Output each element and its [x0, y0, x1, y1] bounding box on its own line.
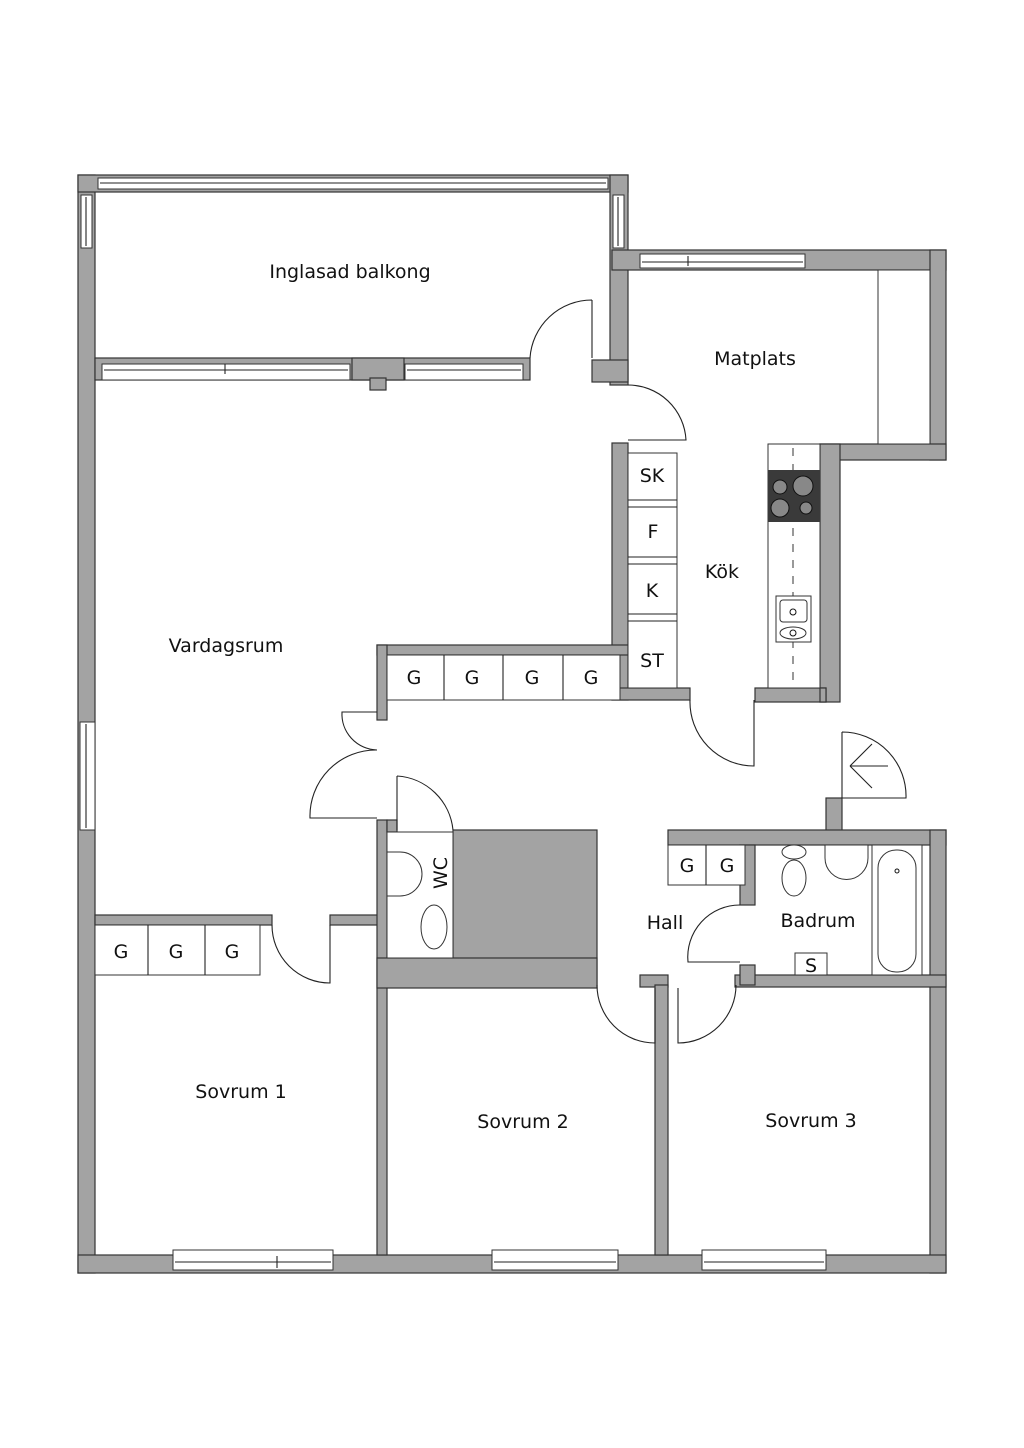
dining-bench	[877, 269, 931, 445]
unit-sk: SK	[640, 465, 665, 487]
kitchen-column	[627, 452, 678, 689]
wc-toilet-icon	[420, 904, 448, 950]
labels: Inglasad balkong Vardagsrum Matplats Kök…	[114, 261, 857, 1133]
room-bedroom1: Sovrum 1	[195, 1081, 286, 1103]
closet-g: G	[169, 941, 184, 963]
closet-g: G	[407, 667, 422, 689]
closet-g: G	[680, 855, 695, 877]
room-wc: WC	[430, 857, 452, 889]
closet-g: G	[584, 667, 599, 689]
room-living: Vardagsrum	[169, 635, 284, 657]
room-bathroom: Badrum	[780, 910, 855, 932]
room-balcony: Inglasad balkong	[269, 261, 430, 283]
doors	[271, 299, 907, 1044]
room-dining: Matplats	[714, 348, 796, 370]
closet-g: G	[465, 667, 480, 689]
closet-g: G	[720, 855, 735, 877]
wc-basin-icon	[386, 851, 423, 897]
room-bedroom2: Sovrum 2	[477, 1111, 568, 1133]
bath-toilet-icon	[781, 859, 807, 897]
unit-f: F	[648, 521, 659, 543]
room-kitchen: Kök	[705, 561, 739, 583]
windows	[79, 177, 827, 1271]
closet-g: G	[114, 941, 129, 963]
closet-g: G	[525, 667, 540, 689]
bath-basin-icon	[824, 844, 869, 880]
unit-s: S	[805, 955, 817, 977]
unit-st: ST	[640, 650, 664, 672]
room-hall: Hall	[647, 912, 684, 934]
fixtures	[94, 269, 931, 976]
closet-g: G	[225, 941, 240, 963]
walls	[77, 174, 947, 1274]
room-bedroom3: Sovrum 3	[765, 1110, 856, 1132]
unit-k: K	[646, 580, 659, 602]
